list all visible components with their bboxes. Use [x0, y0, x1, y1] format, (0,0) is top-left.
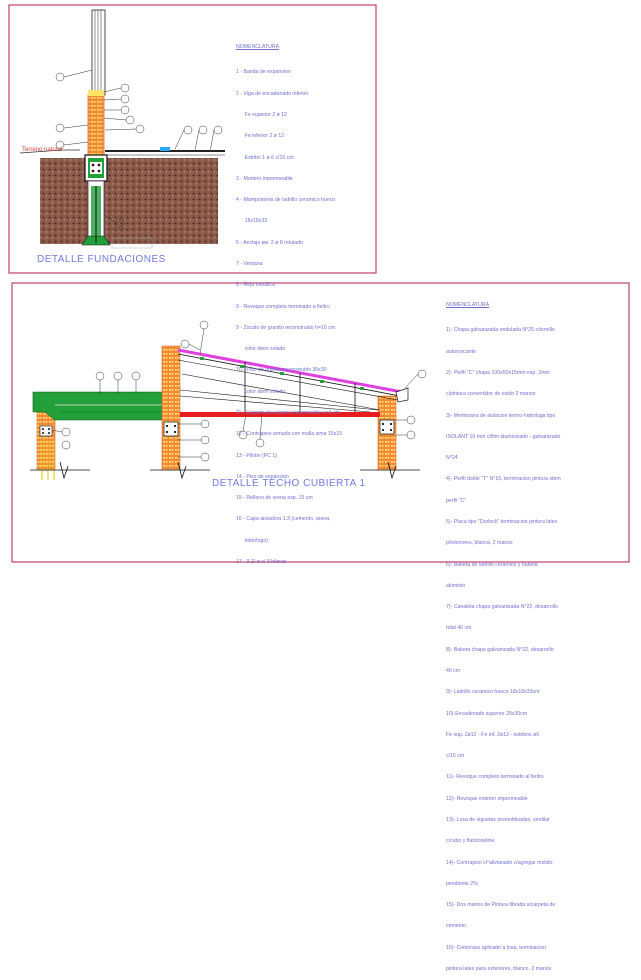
note-item: 9 - Revoque completo terminado a fieltro [236, 303, 330, 310]
upper-wall [91, 9, 106, 96]
gutter [395, 387, 409, 403]
note-item: 12)- Revoque exterior impermeable [446, 795, 528, 802]
note-item: perfil "C" [446, 497, 467, 504]
note-item: total 40 cm [446, 625, 472, 632]
note-item: 14 - Piso de expansion [236, 473, 289, 480]
note-item: Fe sup. 2ø12 - Fe inf. 2ø12 - estribos ø… [446, 731, 540, 738]
note-item: 1 - Banda de expansion [236, 69, 291, 76]
roof-membrane [177, 348, 403, 394]
callouts [55, 69, 223, 228]
note-item: hidrofugo) [236, 537, 269, 544]
break-lines [30, 461, 420, 480]
note-item: 12 - Contrapiso armado con malla sima 15… [236, 431, 343, 438]
note-item: 9)- Ladrillo ceramico hueco 18x18x33cm [446, 689, 540, 696]
roof-callouts [51, 320, 427, 462]
note-item: 8 - Reja metalica [236, 282, 275, 289]
note-item: c/cubo y flatstoneline [446, 838, 495, 845]
note-item: 1)- Chapa galvanizada ondulada N°25 c/to… [446, 327, 555, 334]
note-item: Estribo 1 ø 6 c/15 cm [236, 154, 294, 161]
note-item: 10 - Piso de granito reconstruido 30x30 [236, 367, 327, 374]
note-item: 7)- Canaleta chapa galvanizada N°22, des… [446, 604, 558, 611]
note-item: c/15 cm [446, 753, 465, 760]
note-item: 3)- Membrana de aislacion termo-hidrofug… [446, 412, 556, 419]
note-item: 7 - Ventana [236, 261, 263, 267]
foundation-drawing [19, 9, 225, 249]
brick-wall-column [87, 94, 105, 156]
note-item: ISOLANT 10 mm c/film aluminizado - galva… [446, 433, 561, 440]
left-green-slab [32, 391, 177, 421]
note-item: 4 - Mamposteria de ladrillo ceramico hue… [236, 197, 336, 204]
note-item: pintura latex para exteriores, blanco, 2… [446, 965, 552, 972]
note-item: 17 - 3 Z/ ø c/ 3 hileras [236, 558, 287, 565]
ground-label: Terreno natural [22, 147, 63, 153]
roof-caption: DETALLE TECHO CUBIERTA 1 [212, 478, 366, 489]
note-item: Fe inferior 2 ø 12 [236, 133, 285, 140]
note-item: 16 - Capa aisladora 1:3 (cemento, arena, [236, 516, 331, 523]
roof-notes: NOMENCLATURA 1)- Chapa galvanizada ondul… [446, 288, 561, 980]
note-item: autoroscante [446, 348, 476, 355]
natural-ground-line [19, 149, 80, 154]
red-ceiling-beam [180, 412, 380, 417]
note-item: 13 - Pilotin (PC 1) [236, 452, 277, 459]
note-item: p/interiores, blanca, 2 manos [446, 540, 513, 547]
note-item: color idem solado [236, 388, 286, 395]
note-item: 9 - Zocalo de granito reconstruido h=10 … [236, 324, 336, 331]
note-item: aluminio [446, 582, 466, 589]
roof-notes-title: NOMENCLATURA [446, 302, 490, 309]
note-item: 16)- Cielorraso aplicado a losa, termina… [446, 944, 547, 951]
note-item: c/pintura convertidor de oxido 2 manos [446, 391, 536, 398]
note-item: 3 - Mortero impermeable [236, 175, 293, 182]
note-item: 18x18x33 [236, 218, 268, 225]
soil-fill [40, 158, 218, 244]
drawing-sheet [8, 4, 630, 563]
foundation-notes: NOMENCLATURA 1 - Banda de expansion 2 - … [236, 30, 342, 573]
note-item: 6)- Babeta de ladrillo ceramico y babeta [446, 561, 538, 568]
note-item: 15)- Dos manos de Pintura fibrada s/carp… [446, 902, 556, 909]
note-item: cemento [446, 923, 466, 930]
detail-foundations-frame [8, 4, 377, 274]
note-item: 2)- Perfil "C" chapa 100x50x15mm esp. 2m… [446, 370, 550, 377]
note-item: 8)- Babeta chapa galvanizada N°22, desar… [446, 646, 554, 653]
note-item: 11 - Carpeta de asiento impermeable e=3 … [236, 409, 340, 416]
note-item: 15 - Relleno de arena esp. 15 cm [236, 495, 313, 502]
note-item: Fe superior 2 ø 12 [236, 112, 288, 119]
foundations-caption: DETALLE FUNDACIONES [37, 254, 166, 265]
note-item: 11)- Revoque completo terminado al fielt… [446, 774, 544, 781]
left-low-pier [36, 409, 56, 471]
note-item: 14)- Contrapiso H°alivianado c/agregar m… [446, 859, 553, 866]
foundation-notes-title: NOMENCLATURA [236, 44, 280, 51]
note-item: color idem solado [236, 346, 286, 353]
note-item: N°24 [446, 455, 458, 462]
note-item: 2 - Viga de encadenado inferior [236, 90, 309, 97]
note-item: 13)- Losa de viguetas premoldeadas, vent… [446, 816, 550, 823]
central-tall-pier [161, 345, 181, 471]
note-item: 5)- Placa tipo "Durlock" terminacion pin… [446, 519, 558, 525]
note-item: pendiente 2% [446, 880, 478, 887]
note-item: 10)-Encadenado superior 20x30cm [446, 710, 528, 717]
detail-roof-frame [11, 282, 630, 563]
note-item: 40 cm [446, 667, 461, 674]
note-item: 4)- Perfil doble "T" N°16, terminacion p… [446, 476, 561, 483]
roof-drawing [30, 320, 427, 480]
note-item: 5 - Anclaje øø. 2 ø 8 retulado [236, 239, 303, 246]
